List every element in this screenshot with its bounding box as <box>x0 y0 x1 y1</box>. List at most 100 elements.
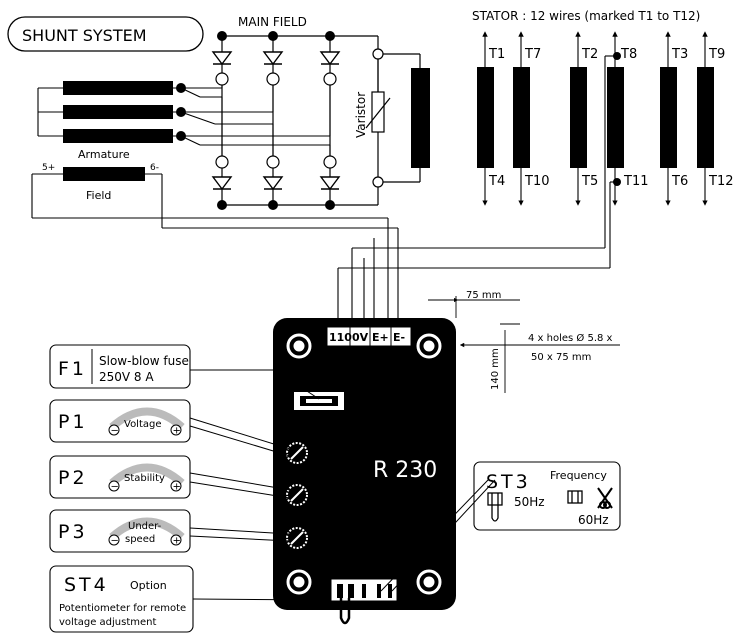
st4-leader <box>192 598 332 601</box>
p1-minus-icon <box>108 424 120 436</box>
holes-line1: 4 x holes Ø 5.8 x <box>528 332 613 344</box>
terminal-block <box>326 326 412 347</box>
f1-line2: 250V 8 A <box>99 370 154 384</box>
st4-line2: voltage adjustment <box>59 617 156 628</box>
stator-label: STATOR : 12 wires (marked T1 to T12) <box>472 9 700 23</box>
stator-bottom-T12: T12 <box>708 174 733 189</box>
p2-leader-a <box>189 472 291 491</box>
main-field-label: MAIN FIELD <box>238 15 307 29</box>
sense-wiring <box>337 55 617 323</box>
stator-top-T1: T1 <box>488 47 505 62</box>
p1-label: Voltage <box>124 419 162 430</box>
p2-code: P2 <box>58 467 88 489</box>
terminal-0v: 0V <box>352 331 369 344</box>
st3-60hz-jumper-icon <box>567 490 583 504</box>
stator-bottom-T4: T4 <box>488 174 505 189</box>
st3-leader-a <box>380 479 489 592</box>
p2-minus-icon <box>108 480 120 492</box>
p3-plus-icon <box>170 534 182 546</box>
p1-code: P1 <box>58 411 88 433</box>
st3-leader-b <box>391 479 496 592</box>
p1-plus-icon <box>170 424 182 436</box>
holes-line2: 50 x 75 mm <box>531 352 591 363</box>
stator-windings <box>477 67 714 168</box>
p1-plus: + <box>173 426 181 437</box>
field-wiring <box>31 173 399 323</box>
terminal-e-minus: E- <box>393 331 405 344</box>
p1-leader-a <box>189 417 291 450</box>
p3-label2: speed <box>125 534 155 545</box>
p3-minus-icon <box>108 534 120 546</box>
dim-height-label: 140 mm <box>490 348 501 390</box>
diodes <box>212 51 340 190</box>
bridge-terminals <box>215 48 384 188</box>
regulator-board <box>273 318 456 610</box>
dim-width-label: 75 mm <box>466 290 501 301</box>
fuse-holder <box>294 392 344 410</box>
field-winding <box>63 167 145 181</box>
dimension-lines <box>428 296 620 393</box>
stator-top-T7: T7 <box>524 47 541 62</box>
potentiometers <box>286 442 308 549</box>
st3-50hz-jumper-icon <box>487 492 503 522</box>
regulator-name: R 230 <box>373 458 437 483</box>
f1-line1: Slow-blow fuse <box>99 354 189 368</box>
field-minus-label: 6- <box>150 163 159 173</box>
f1-leader <box>190 369 320 400</box>
stator-leads <box>482 31 708 206</box>
st3-callout <box>473 461 621 531</box>
diode-bridge <box>221 35 421 206</box>
mounting-holes <box>286 333 442 595</box>
p3-leader-b <box>189 535 291 542</box>
stator-bottom-T6: T6 <box>671 174 688 189</box>
st3-opt1: 50Hz <box>514 495 545 509</box>
p2-minus: − <box>111 482 119 493</box>
title-box <box>7 16 204 52</box>
stator-top-T9: T9 <box>708 47 725 62</box>
st4-title: Option <box>130 579 167 592</box>
p2-arc <box>109 463 185 487</box>
varistor-label: Varistor <box>354 92 368 138</box>
p2-plus: + <box>173 482 181 493</box>
field-label: Field <box>86 189 111 202</box>
p1-arc <box>109 407 185 431</box>
terminal-110: 110 <box>329 331 352 344</box>
st4-code: ST4 <box>64 574 109 596</box>
stator-top-T3: T3 <box>671 47 688 62</box>
p3-plus: + <box>173 536 181 547</box>
armature-nodes <box>176 83 186 141</box>
p2-leader-b <box>189 481 291 499</box>
st3-code: ST3 <box>486 471 531 493</box>
p3-leader-a <box>189 527 291 535</box>
armature-label: Armature <box>78 148 130 161</box>
stator-top-T2: T2 <box>581 47 598 62</box>
field-plus-label: 5+ <box>42 163 55 173</box>
st4-jumper-block <box>330 578 398 602</box>
title-text: SHUNT SYSTEM <box>22 26 147 45</box>
exciter-field-block <box>411 68 430 168</box>
st3-title: Frequency <box>550 469 607 482</box>
p1-minus: − <box>111 426 119 437</box>
f1-callout <box>49 344 191 389</box>
varistor-symbol <box>365 91 391 133</box>
stator-bottom-T11: T11 <box>623 174 648 189</box>
st4-line1: Potentiometer for remote <box>59 603 186 614</box>
f1-code: F1 <box>58 358 87 380</box>
st3-cut-icon <box>597 487 613 509</box>
st4-jumper-wire <box>339 598 351 625</box>
p2-plus-icon <box>170 480 182 492</box>
p3-code: P3 <box>58 521 88 543</box>
p3-minus: − <box>111 536 119 547</box>
p2-label: Stability <box>124 473 165 484</box>
stator-top-T8: T8 <box>620 47 637 62</box>
stator-bottom-T5: T5 <box>581 174 598 189</box>
p3-label1: Under- <box>128 521 162 532</box>
terminal-e-plus: E+ <box>372 331 389 344</box>
bridge-nodes <box>217 31 335 210</box>
st3-opt2: 60Hz <box>578 513 609 527</box>
armature-windings <box>63 81 173 143</box>
stator-bottom-T10: T10 <box>524 174 549 189</box>
p1-leader-b <box>189 425 291 457</box>
p3-arc <box>109 517 185 541</box>
